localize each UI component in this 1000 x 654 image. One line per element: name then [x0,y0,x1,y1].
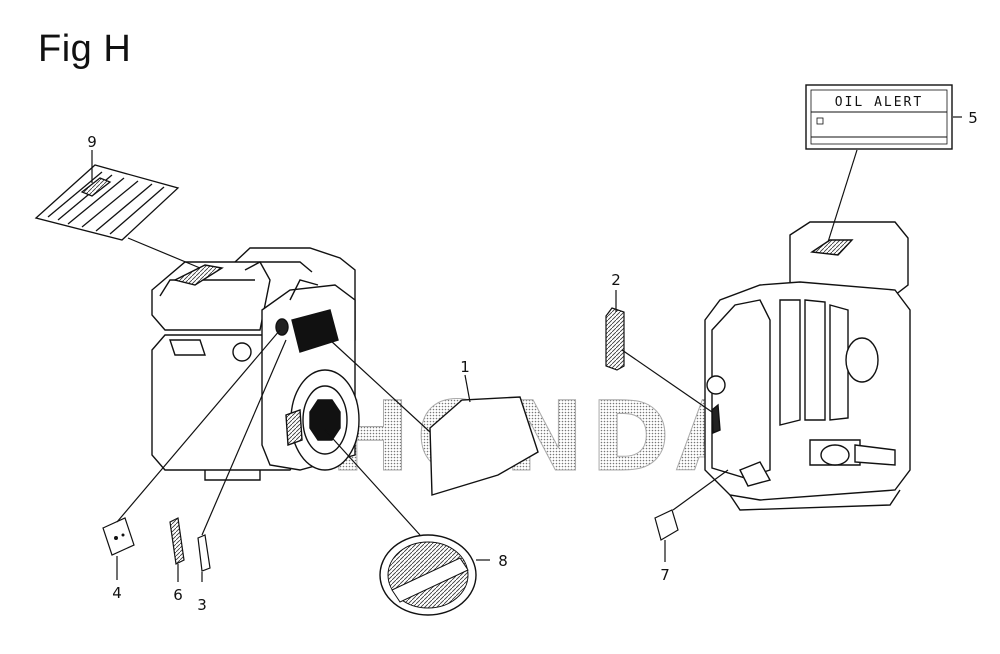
right-engine [704,221,911,511]
part-9-label-decal [34,164,180,241]
part-8-emblem [379,534,477,616]
callout-7: 7 [660,566,670,584]
part-1-decal [429,396,539,496]
callout-3: 3 [197,596,207,614]
callout-6: 6 [173,586,183,604]
callout-2: 2 [611,271,621,289]
oil-alert-text: OIL ALERT [835,95,923,110]
callout-9: 9 [87,133,97,151]
part-6-strip [169,517,185,565]
callout-8: 8 [498,552,508,570]
callout-4: 4 [112,584,122,602]
callout-5: 5 [968,109,978,127]
part-4-label [102,517,135,556]
callout-1: 1 [460,358,470,376]
part-3-strip [197,534,211,572]
watermark-honda: HONDA [330,381,756,493]
left-engine [151,247,360,481]
part-7-label [654,509,679,541]
figure-title: Fig H [38,28,132,70]
part-5-oil-alert-plate: OIL ALERT [805,84,953,150]
leader-lines [91,116,962,582]
part-2-tag [605,307,625,371]
